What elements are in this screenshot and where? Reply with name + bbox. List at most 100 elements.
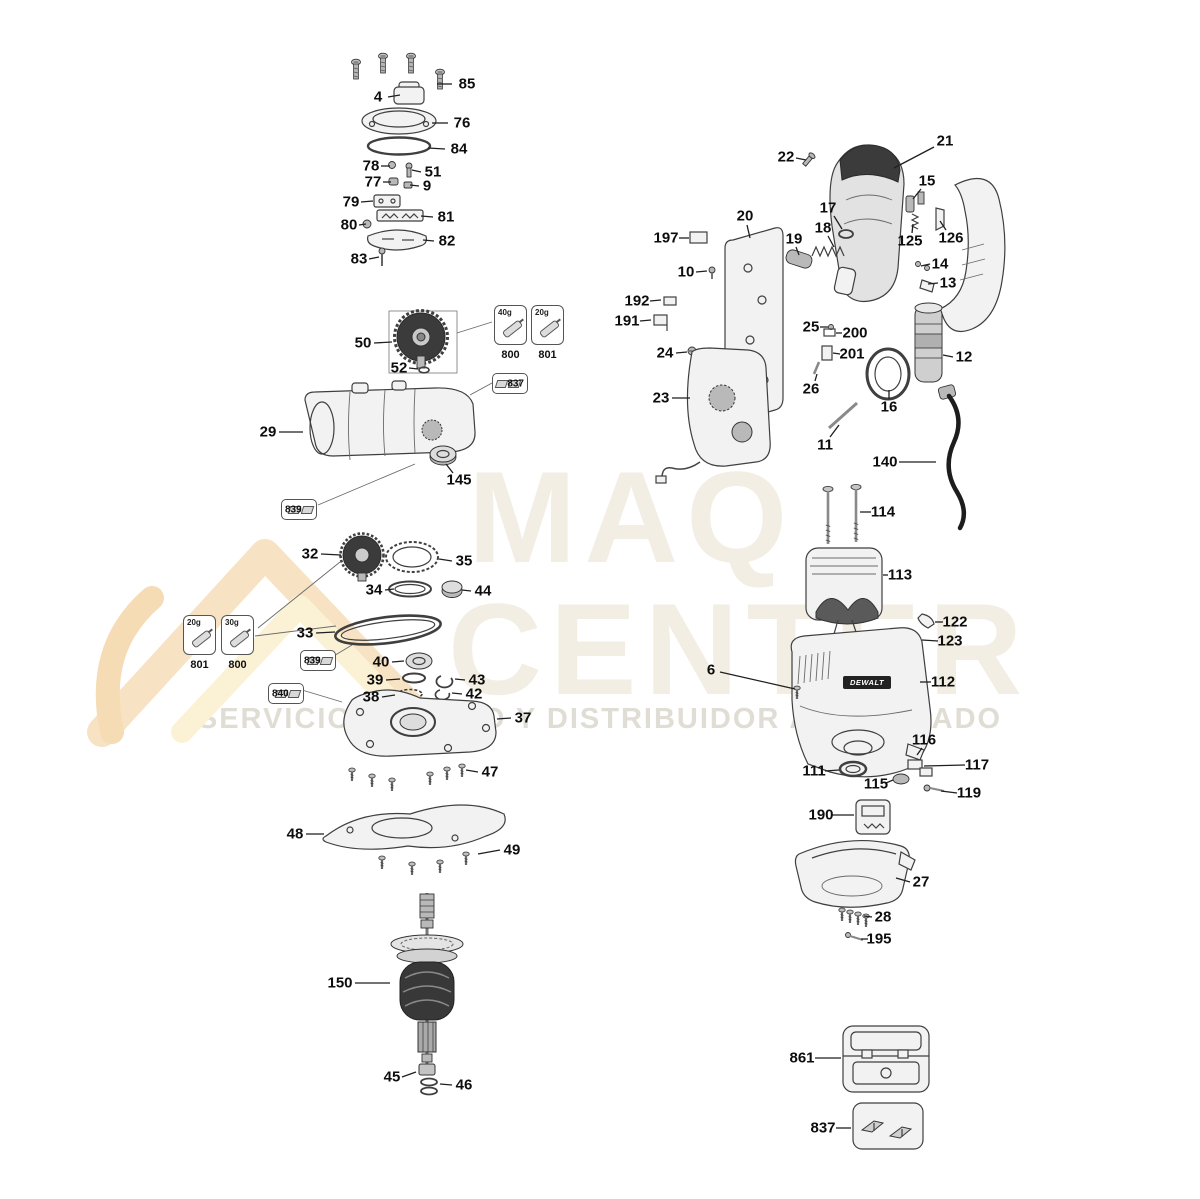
part-callout-34: 34 xyxy=(365,581,383,599)
part-callout-40: 40 xyxy=(372,653,390,671)
grease-tube-icon xyxy=(228,629,251,649)
part-callout-14: 14 xyxy=(931,255,949,273)
part-callout-125: 125 xyxy=(897,232,923,250)
assembly-clip-pack xyxy=(852,1102,924,1150)
part-callout-50: 50 xyxy=(354,334,372,352)
grease-tube-icon xyxy=(190,629,213,649)
part-callout-126: 126 xyxy=(938,229,964,247)
ref-box-number: 800 xyxy=(228,659,247,671)
assembly-motor-housing xyxy=(790,483,945,941)
part-callout-47: 47 xyxy=(481,763,499,781)
part-callout-52: 52 xyxy=(390,359,408,377)
part-callout-85: 85 xyxy=(458,75,476,93)
part-callout-201: 201 xyxy=(839,345,865,363)
assembly-top-cover xyxy=(351,52,445,266)
leader-lines xyxy=(279,83,966,1129)
ref-box-number: 840 xyxy=(272,688,289,699)
part-callout-140: 140 xyxy=(872,453,898,471)
part-callout-9: 9 xyxy=(422,177,432,195)
part-callout-19: 19 xyxy=(785,230,803,248)
part-callout-79: 79 xyxy=(342,193,360,211)
part-callout-33: 33 xyxy=(296,624,314,642)
part-callout-81: 81 xyxy=(437,208,455,226)
ref-box-800: 30g 800 xyxy=(221,615,254,671)
part-callout-150: 150 xyxy=(327,974,353,992)
part-callout-190: 190 xyxy=(808,806,834,824)
brand-label: DEWALT xyxy=(843,676,891,689)
ref-box-839: 839 xyxy=(300,650,336,671)
part-callout-44: 44 xyxy=(474,582,492,600)
part-callout-119: 119 xyxy=(956,784,982,802)
grease-qty-label: 30g xyxy=(225,618,239,627)
ref-box-number: 839 xyxy=(304,655,321,666)
part-callout-195: 195 xyxy=(866,930,892,948)
part-callout-26: 26 xyxy=(802,380,820,398)
ref-box-number: 801 xyxy=(190,659,209,671)
part-callout-18: 18 xyxy=(814,219,832,237)
part-callout-4: 4 xyxy=(373,88,383,106)
assembly-drive-train xyxy=(254,532,506,877)
part-callout-13: 13 xyxy=(939,274,957,292)
part-callout-16: 16 xyxy=(880,398,898,416)
watermark-word-1: MAQ xyxy=(468,444,796,590)
part-callout-24: 24 xyxy=(656,344,674,362)
ref-box-number: 839 xyxy=(285,504,302,515)
ref-box-800: 40g 800 xyxy=(494,305,527,361)
part-callout-45: 45 xyxy=(383,1068,401,1086)
part-callout-112: 112 xyxy=(930,673,956,691)
part-callout-32: 32 xyxy=(301,545,319,563)
part-callout-6: 6 xyxy=(706,661,716,679)
part-callout-42: 42 xyxy=(465,685,483,703)
part-callout-46: 46 xyxy=(455,1076,473,1094)
grease-tube-icon xyxy=(538,319,561,339)
part-callout-122: 122 xyxy=(942,613,968,631)
part-callout-83: 83 xyxy=(350,250,368,268)
part-callout-116: 116 xyxy=(911,731,937,749)
part-callout-21: 21 xyxy=(936,132,954,150)
part-callout-10: 10 xyxy=(677,263,695,281)
part-callout-35: 35 xyxy=(455,552,473,570)
assembly-crankcase xyxy=(653,227,967,531)
part-callout-191: 191 xyxy=(614,312,640,330)
part-callout-37: 37 xyxy=(514,709,532,727)
part-callout-29: 29 xyxy=(259,423,277,441)
part-callout-76: 76 xyxy=(453,114,471,132)
assembly-armature xyxy=(390,893,464,1096)
part-callout-12: 12 xyxy=(955,348,973,366)
part-callout-15: 15 xyxy=(918,172,936,190)
ref-box-839: 839 xyxy=(281,499,317,520)
grease-qty-label: 20g xyxy=(187,618,201,627)
part-callout-145: 145 xyxy=(446,471,472,489)
part-callout-23: 23 xyxy=(652,389,670,407)
ref-box-840: 840 xyxy=(268,683,304,704)
part-callout-51: 51 xyxy=(424,163,442,181)
part-callout-113: 113 xyxy=(887,566,913,584)
part-callout-11: 11 xyxy=(817,436,833,454)
part-callout-82: 82 xyxy=(438,232,456,250)
part-callout-861: 861 xyxy=(789,1049,815,1067)
part-callout-115: 115 xyxy=(863,775,889,793)
ref-box-801: 20g 801 xyxy=(183,615,216,671)
part-callout-114: 114 xyxy=(870,503,896,521)
part-callout-27: 27 xyxy=(912,873,930,891)
part-callout-39: 39 xyxy=(366,671,384,689)
part-callout-111: 111 xyxy=(802,762,826,780)
part-callout-123: 123 xyxy=(937,632,963,650)
part-callout-80: 80 xyxy=(340,216,358,234)
part-callout-43: 43 xyxy=(468,671,486,689)
part-callout-117: 117 xyxy=(964,756,990,774)
assembly-gearbox xyxy=(304,309,493,506)
ref-box-number: 800 xyxy=(501,349,520,361)
part-callout-84: 84 xyxy=(450,140,468,158)
part-callout-20: 20 xyxy=(736,207,754,225)
part-callout-17: 17 xyxy=(819,199,837,217)
part-callout-49: 49 xyxy=(503,841,521,859)
part-callout-192: 192 xyxy=(624,292,650,310)
ref-box-number: 837 xyxy=(507,378,524,389)
part-callout-25: 25 xyxy=(802,318,820,336)
part-callout-22: 22 xyxy=(777,148,795,166)
grease-qty-label: 40g xyxy=(498,308,512,317)
part-callout-28: 28 xyxy=(874,908,892,926)
